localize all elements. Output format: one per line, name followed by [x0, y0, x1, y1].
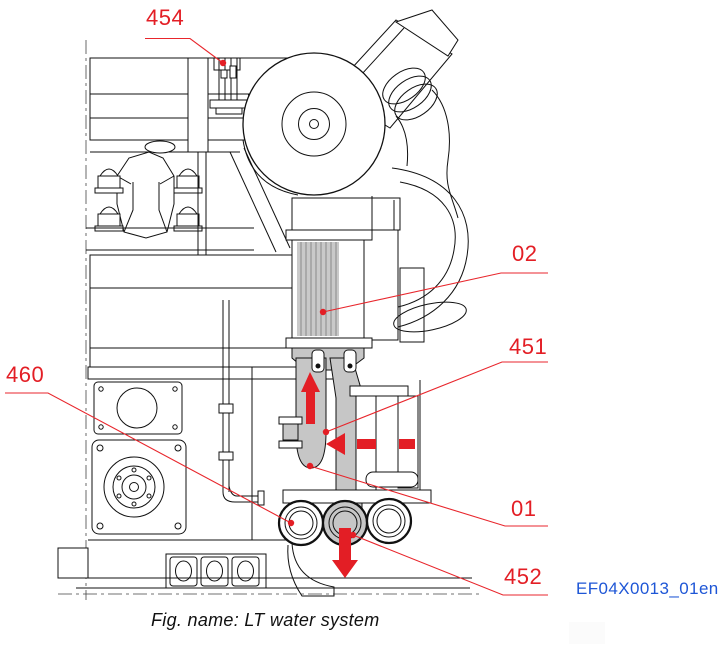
leader-451 — [325, 361, 548, 433]
leader-02 — [322, 272, 548, 313]
flex-coupling — [382, 67, 438, 121]
external-pipe — [218, 300, 265, 506]
callout-label-01: 01 — [511, 496, 537, 521]
water-flanges — [277, 497, 413, 597]
turbocharger — [242, 9, 469, 333]
access-cover-lower — [91, 439, 187, 535]
callout-label-454: 454 — [146, 5, 185, 30]
flow-up-arrow — [301, 372, 320, 424]
base-rail — [57, 539, 472, 589]
leader-460 — [5, 392, 292, 524]
spring-stacks — [94, 168, 203, 232]
leader-452 — [352, 534, 548, 596]
outlet-elbow — [371, 89, 469, 333]
vent-fitting — [209, 57, 300, 115]
figure-caption: Fig. name: LT water system — [151, 610, 380, 630]
callout-label-460: 460 — [6, 362, 45, 387]
flow-arrows — [301, 372, 415, 578]
centerlines — [58, 40, 482, 600]
leader-01 — [309, 465, 548, 527]
leader-454 — [145, 37, 224, 64]
callout-leaders — [5, 37, 548, 596]
callout-label-452: 452 — [504, 564, 543, 589]
flow-down-arrow — [332, 528, 358, 578]
charge-air-cooler — [285, 229, 425, 349]
document-id: EF04X0013_01en — [576, 579, 719, 598]
callout-label-02: 02 — [512, 241, 538, 266]
flow-left-arrow — [326, 433, 415, 455]
leader-dots — [219, 59, 357, 539]
watermark-box — [569, 622, 605, 644]
callout-label-451: 451 — [509, 334, 548, 359]
access-cover-upper — [93, 381, 183, 435]
valve-cover — [116, 140, 176, 239]
